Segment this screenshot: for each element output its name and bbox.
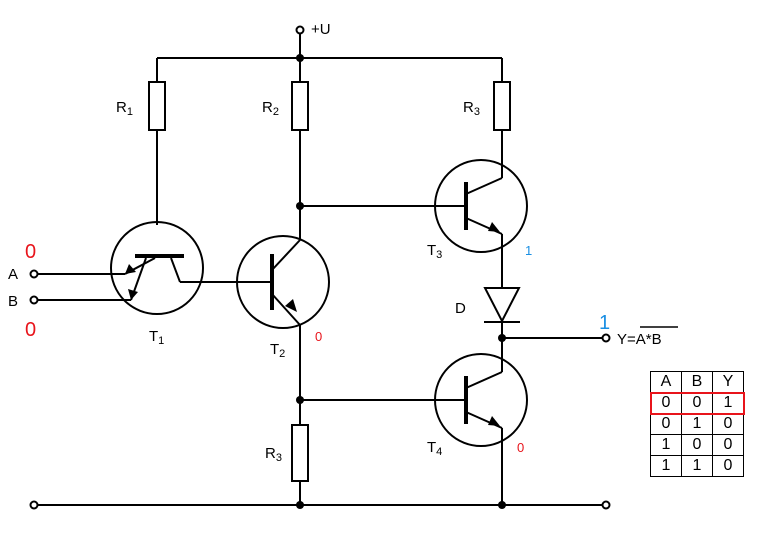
resistor-r1 bbox=[148, 81, 166, 131]
t2-label: T2 bbox=[270, 341, 285, 360]
truth-header-a: A bbox=[650, 371, 682, 393]
truth-table: A B Y 0 0 1 0 1 0 1 0 0 1 1 0 bbox=[650, 371, 744, 477]
transistor-t3 bbox=[434, 159, 528, 253]
transistor-t2 bbox=[236, 235, 330, 329]
truth-cell: 0 bbox=[681, 392, 713, 414]
t4-label: T4 bbox=[427, 439, 442, 458]
truth-cell: 0 bbox=[681, 434, 713, 456]
truth-cell: 1 bbox=[681, 455, 713, 477]
state-t4: 0 bbox=[517, 440, 524, 455]
r1-label: R1 bbox=[116, 99, 133, 118]
transistor-t1 bbox=[110, 221, 204, 315]
state-t2: 0 bbox=[315, 329, 322, 344]
truth-cell: 0 bbox=[712, 434, 744, 456]
diode-label: D bbox=[455, 300, 466, 317]
t1-label: T1 bbox=[149, 328, 164, 347]
r2-label: R2 bbox=[262, 99, 279, 118]
truth-cell: 1 bbox=[650, 455, 682, 477]
state-y: 1 bbox=[599, 312, 610, 334]
t3-label: T3 bbox=[427, 242, 442, 261]
terminal-ground-left bbox=[29, 500, 39, 510]
terminal-supply bbox=[295, 25, 305, 35]
terminal-ground-right bbox=[601, 500, 611, 510]
input-b-label: B bbox=[8, 293, 18, 310]
junction-dots bbox=[296, 54, 506, 509]
truth-cell: 0 bbox=[712, 413, 744, 435]
wires bbox=[37, 34, 602, 506]
truth-cell: 0 bbox=[650, 413, 682, 435]
truth-cell: 1 bbox=[681, 413, 713, 435]
supply-label: +U bbox=[311, 21, 331, 38]
truth-table-header: A B Y bbox=[650, 371, 744, 393]
state-b: 0 bbox=[25, 319, 36, 341]
truth-cell: 1 bbox=[650, 434, 682, 456]
terminal-b bbox=[29, 295, 39, 305]
truth-cell: 0 bbox=[650, 392, 682, 414]
truth-table-row: 1 1 0 bbox=[650, 455, 744, 477]
state-t3: 1 bbox=[525, 243, 532, 258]
truth-table-row: 1 0 0 bbox=[650, 434, 744, 456]
terminal-a bbox=[29, 269, 39, 279]
output-label: Y=A*B bbox=[617, 331, 662, 348]
truth-header-y: Y bbox=[712, 371, 744, 393]
diode-d bbox=[483, 287, 521, 324]
r3-top-label: R3 bbox=[463, 99, 480, 118]
truth-table-row: 0 0 1 bbox=[650, 392, 744, 414]
resistor-r3-bottom bbox=[291, 424, 309, 482]
r3-bottom-label: R3 bbox=[265, 445, 282, 464]
truth-table-row: 0 1 0 bbox=[650, 413, 744, 435]
terminals bbox=[29, 25, 611, 510]
truth-cell: 1 bbox=[712, 392, 744, 414]
state-a: 0 bbox=[25, 241, 36, 263]
truth-header-b: B bbox=[681, 371, 713, 393]
resistor-r2 bbox=[291, 81, 309, 131]
terminal-output bbox=[601, 333, 611, 343]
transistor-t4 bbox=[434, 353, 528, 447]
resistor-r3-top bbox=[493, 81, 511, 131]
truth-cell: 0 bbox=[712, 455, 744, 477]
input-a-label: A bbox=[8, 266, 18, 283]
